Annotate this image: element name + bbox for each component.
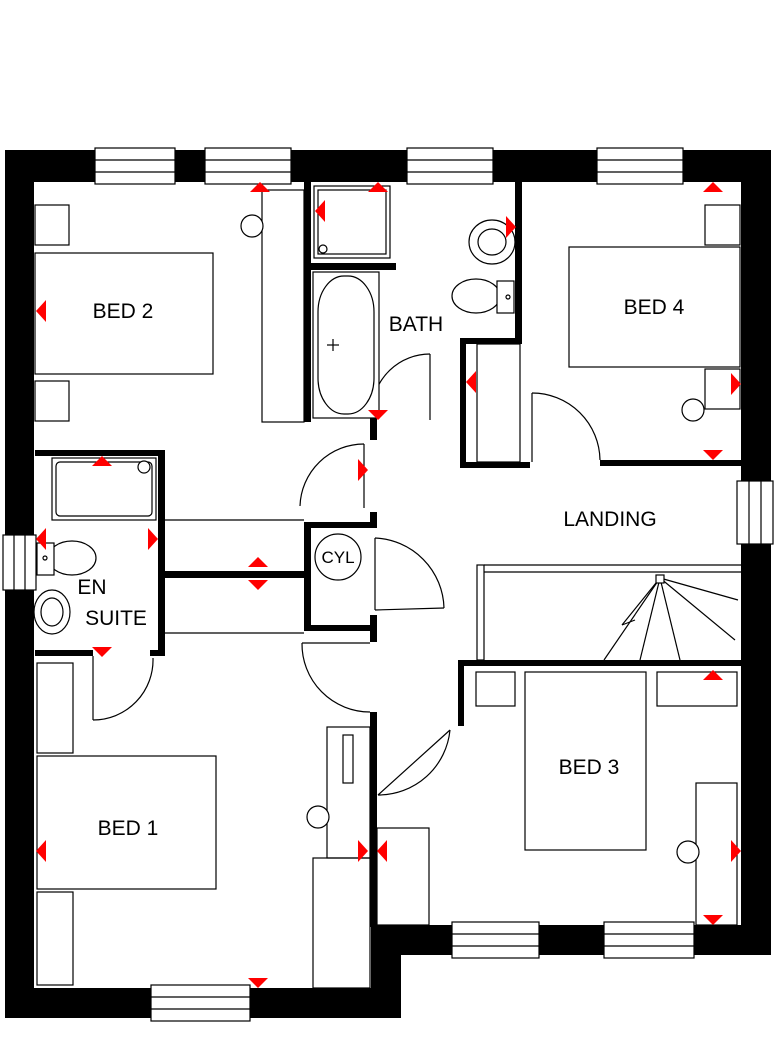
dimension-markers	[36, 182, 741, 988]
windows	[2, 147, 774, 1022]
partitions	[165, 189, 521, 989]
outer-walls	[5, 150, 771, 1018]
room-label-bed-1: BED 1	[98, 817, 159, 840]
furniture	[34, 204, 741, 986]
internal-walls	[35, 180, 741, 927]
room-labels: BED 2 BATH BED 4 LANDING CYL EN SUITE BE…	[77, 296, 684, 840]
room-label-cyl: CYL	[321, 548, 354, 567]
room-label-bed-3: BED 3	[559, 756, 620, 779]
room-label-bath: BATH	[389, 313, 443, 336]
room-label-en-suite-line2: SUITE	[85, 607, 147, 630]
room-label-en-suite-line1: EN	[77, 576, 106, 599]
stairs	[476, 564, 741, 661]
room-label-bed-2: BED 2	[93, 300, 154, 323]
cylinder	[314, 533, 362, 581]
room-label-landing: LANDING	[563, 508, 656, 531]
bed-4-bed	[568, 246, 741, 368]
sanitary-fixtures	[33, 185, 516, 635]
doors	[92, 353, 601, 796]
bed-2-bed	[34, 252, 214, 375]
bed-3-bed	[524, 671, 647, 851]
bed-1-bed	[36, 755, 217, 890]
room-label-bed-4: BED 4	[624, 296, 685, 319]
